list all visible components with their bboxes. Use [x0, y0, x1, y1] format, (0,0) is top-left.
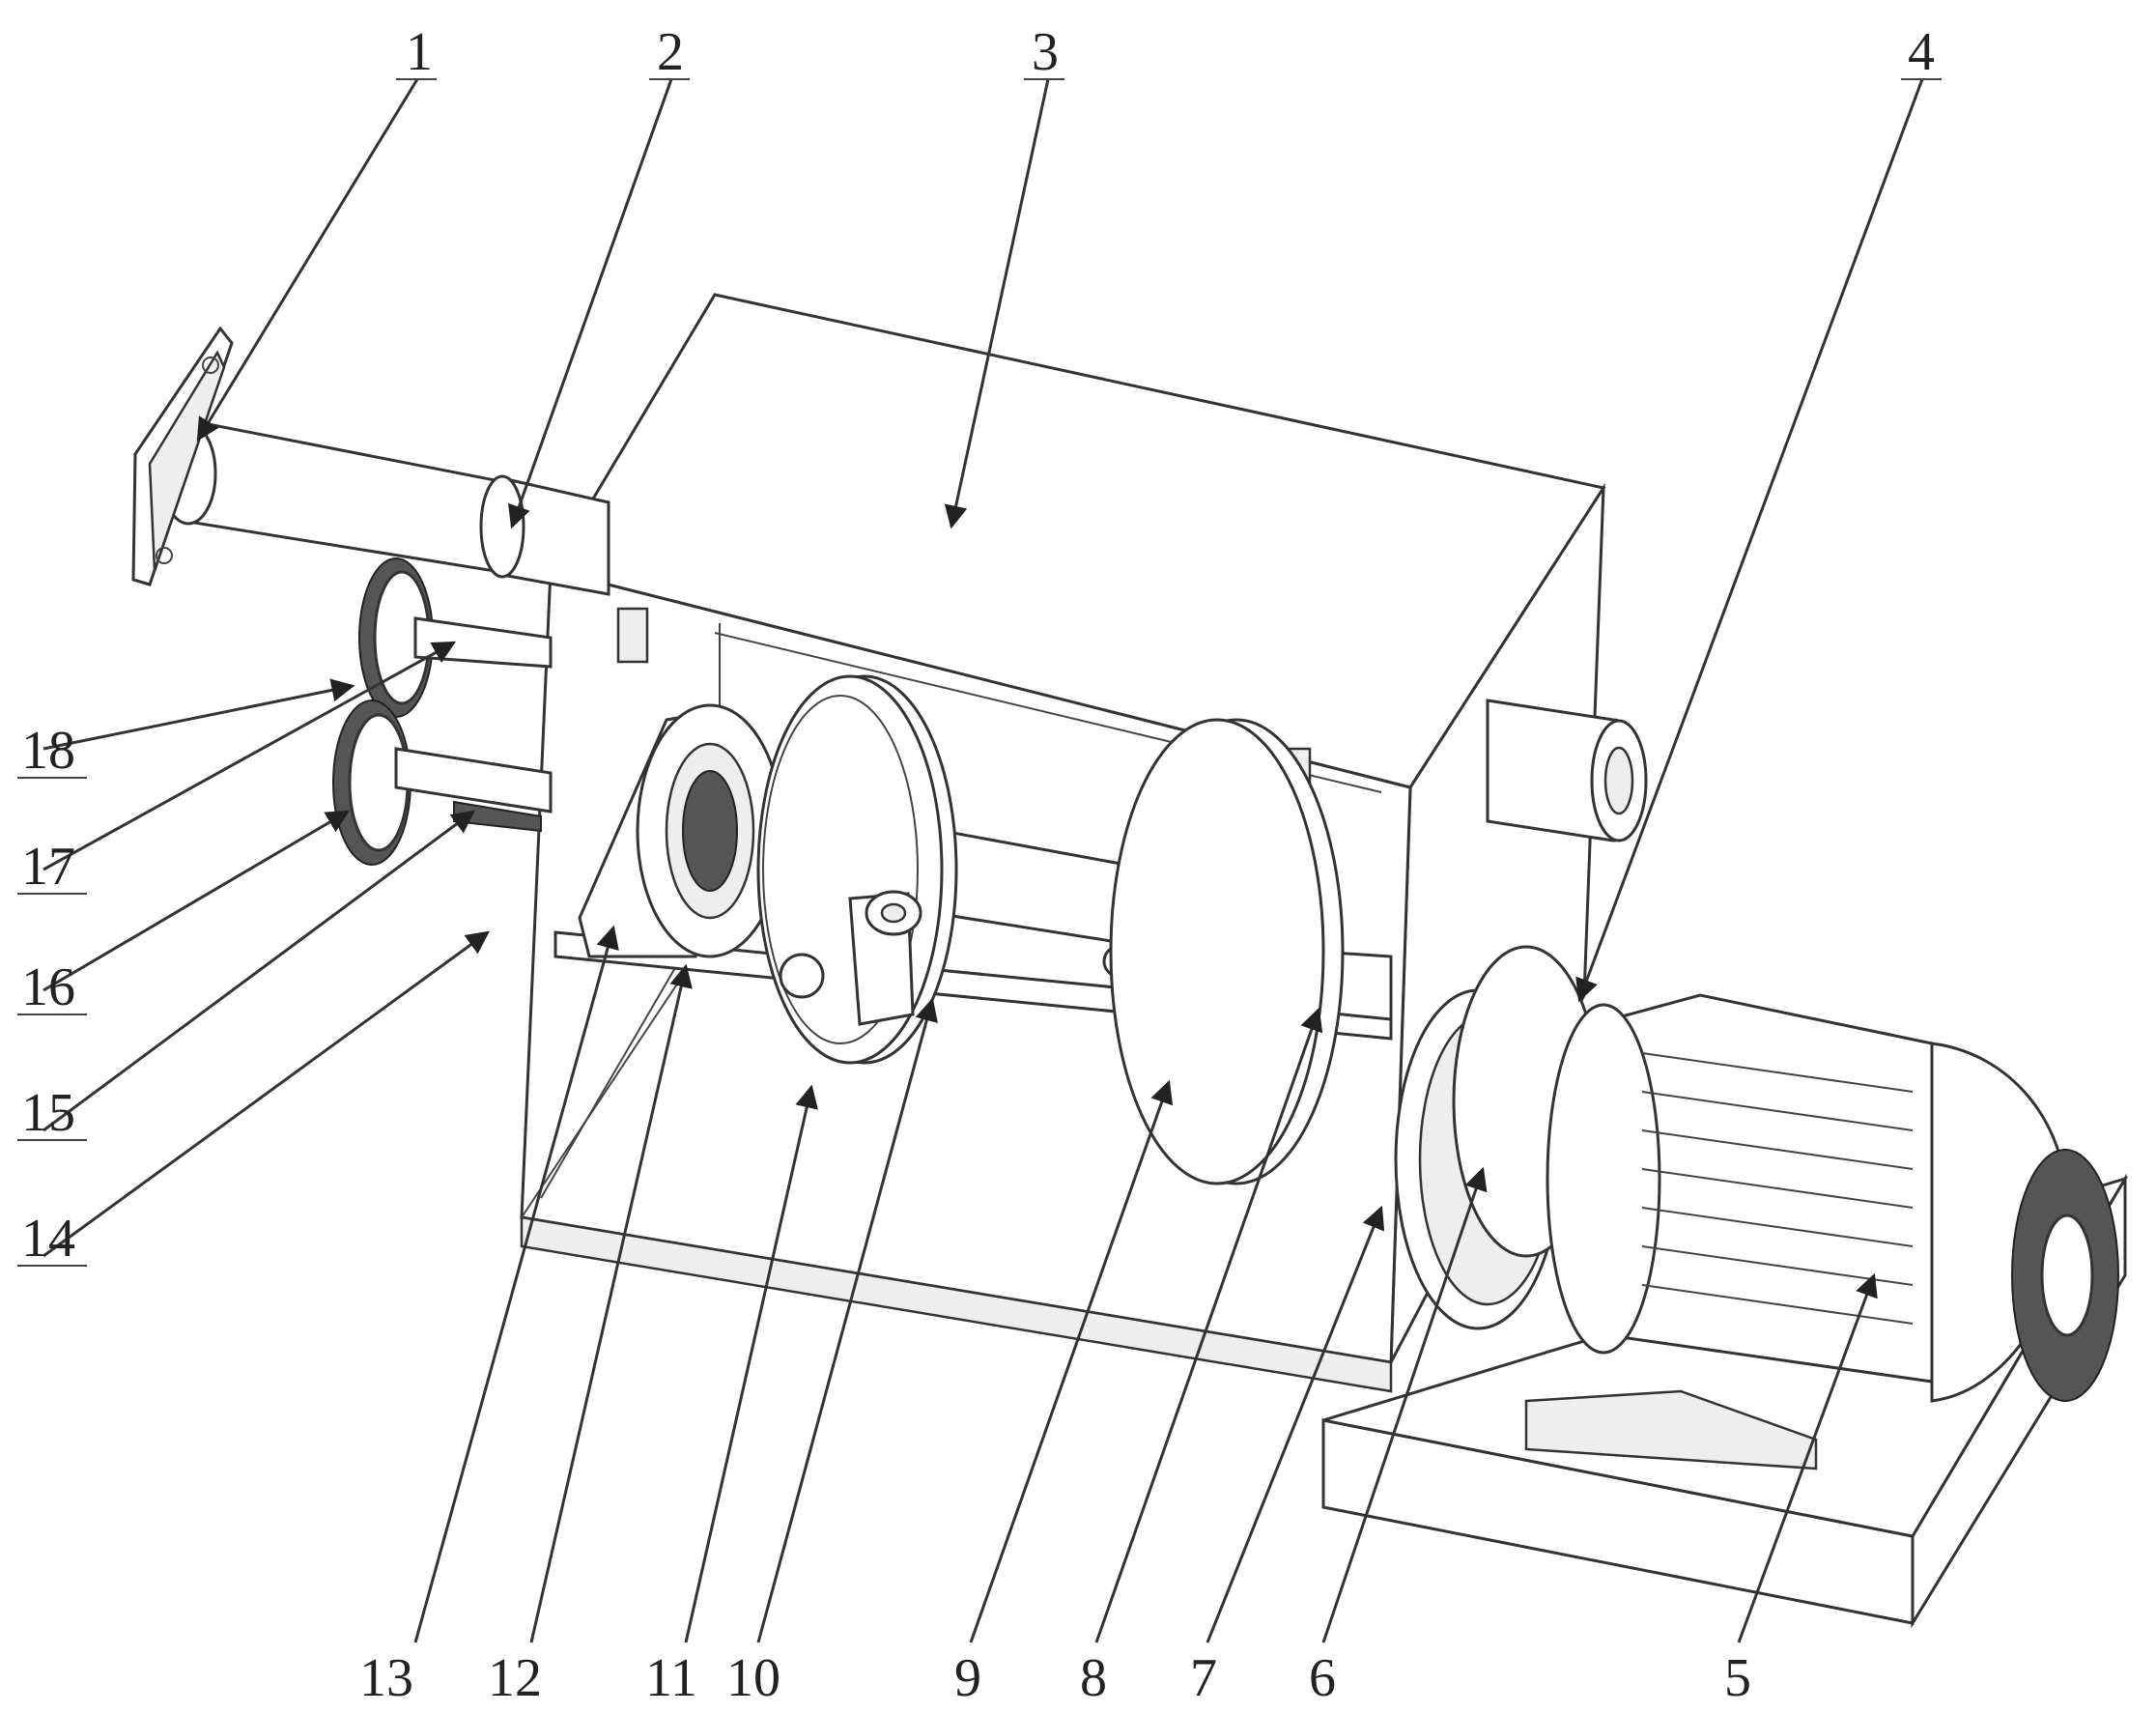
- label-9: 9: [954, 1648, 981, 1708]
- parts-drawing: [131, 293, 2129, 1629]
- label-17: 17: [21, 837, 75, 897]
- label-underlines: [17, 78, 1942, 1267]
- label-13: 13: [359, 1648, 413, 1708]
- gear-upper: [358, 557, 553, 718]
- bearing-sleeve: [479, 474, 610, 596]
- bearing-housing: [578, 703, 784, 958]
- label-3: 3: [1032, 22, 1059, 82]
- label-14: 14: [21, 1209, 75, 1269]
- label-10: 10: [726, 1648, 780, 1708]
- label-4: 4: [1908, 22, 1935, 82]
- rear-disc: [1109, 718, 1345, 1185]
- cooling-fins: [1641, 1052, 1914, 1325]
- coupling: [1394, 945, 1601, 1330]
- label-6: 6: [1309, 1648, 1336, 1708]
- label-7: 7: [1190, 1648, 1217, 1708]
- leader-lines: [43, 78, 1924, 1643]
- label-12: 12: [488, 1648, 542, 1708]
- label-2: 2: [657, 22, 684, 82]
- label-15: 15: [21, 1083, 75, 1143]
- label-8: 8: [1080, 1648, 1107, 1708]
- flange-plate: [131, 326, 234, 586]
- label-1: 1: [406, 22, 433, 82]
- label-16: 16: [21, 957, 75, 1017]
- electric-motor: [1524, 993, 2119, 1470]
- part-labels: 1 2 3 4 5 6 7 8 9 10 11 12 13 14 15 16 1…: [21, 22, 1935, 1708]
- gear-lower: [332, 699, 553, 866]
- label-18: 18: [21, 721, 75, 781]
- label-11: 11: [645, 1648, 697, 1708]
- label-5: 5: [1724, 1648, 1751, 1708]
